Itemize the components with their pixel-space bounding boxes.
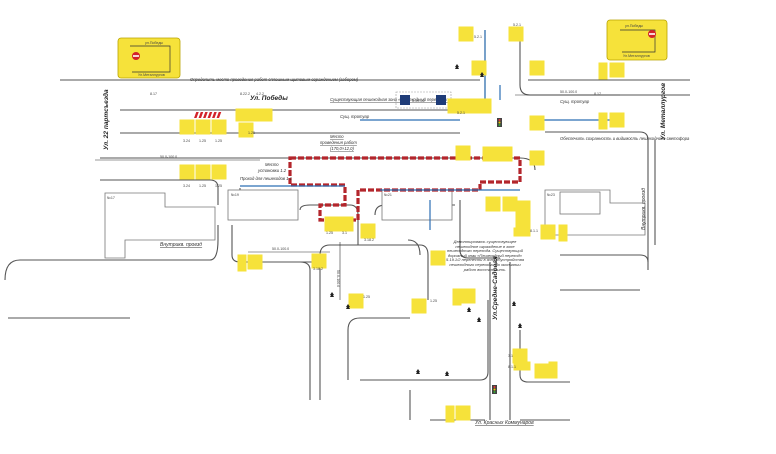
schema-label: ул.Победы — [145, 41, 163, 45]
sign-code: 8.22.2 — [240, 92, 250, 96]
dimension-label: 50.0-100.0 — [160, 155, 177, 159]
traffic-light-icon — [497, 118, 502, 127]
sign-code: 5.2.1 — [457, 111, 465, 115]
detour-schema-left: ул.Победы Ул.Металлургов — [117, 37, 181, 79]
tree-icon — [518, 323, 522, 328]
dimension-label: 50.0-100.0 — [560, 90, 577, 94]
crossing-sign-box: 5.19.1/2 — [395, 91, 452, 109]
street-label-sredne-sadovaya: Ул.Средне-Садовая — [491, 256, 499, 320]
sign-code: 3.24 — [183, 184, 190, 188]
sign-code: 3.24 — [183, 139, 190, 143]
street-label-partsezda: Ул. 22 партсъезда — [102, 89, 110, 150]
building-number: №17 — [107, 196, 115, 200]
tree-icon — [467, 307, 471, 312]
building-number: №21 — [384, 193, 392, 197]
site2-label: установки 1.2 — [257, 168, 287, 173]
detour-schema-right: ул.Победы Ул.Металлургов — [606, 19, 668, 61]
street-label-krasnykh-kommunarov: Ул. Красных Коммунаров — [475, 420, 534, 426]
dimension-label: 50.0-100.0 — [272, 247, 289, 251]
crossing-note: Существующая пешеходная зона «Пешеходный… — [330, 97, 469, 102]
sign-code: 5.2.1 — [474, 35, 482, 39]
tree-icon — [480, 72, 484, 77]
sign-code: 1.25 — [248, 131, 255, 135]
tree-icon — [477, 317, 481, 322]
sign-code: 8.1.1 — [508, 365, 516, 369]
sign-code: 1.25 — [199, 184, 206, 188]
sign-code: 8.17 — [594, 92, 601, 96]
sign-code: 5.2.1 — [513, 23, 521, 27]
building-number: №23 — [547, 193, 555, 197]
street-label-vnutr-proezd: Внутрикв. проезд — [160, 242, 202, 248]
schema-label: ул.Победы — [625, 24, 643, 28]
sign-code: 1.25 — [199, 139, 206, 143]
sign-code: 3.1 — [342, 231, 347, 235]
sign-code: 1.25 — [326, 231, 333, 235]
sign-code: 8.1.1 — [530, 229, 538, 233]
header-instruction: Определить место проведения работ сплошн… — [190, 77, 359, 82]
building-number: №19 — [231, 193, 239, 197]
sign-code: 1.25 — [215, 139, 222, 143]
sign-code: 4.2.2 — [256, 92, 264, 96]
buildings — [104, 189, 646, 259]
traffic-light-icon — [492, 385, 497, 394]
bottom-note: Демонтировать существующее пешеходное ог… — [446, 240, 524, 272]
tree-icon — [455, 64, 459, 69]
sign-code: 8.17 — [150, 92, 157, 96]
tree-icon — [330, 292, 334, 297]
pedestrian-crossing-sign-icon — [400, 95, 410, 105]
work-zone-fence — [288, 156, 522, 222]
sidewalk-label: Сущ. тротуар — [340, 114, 370, 119]
sign-code: 1.25 — [215, 184, 222, 188]
work-site-label: проведения работ — [320, 140, 357, 145]
street-label-metallurgov: Ул. Металлургов — [660, 83, 667, 140]
dimension-lines — [95, 94, 620, 300]
sign-code: 1.25 — [430, 299, 437, 303]
road-signs: 100м100м50м50м100м100м150м150м100м3.241.… — [150, 23, 625, 423]
street-label-vnutr-proezd: Внутрикв. проезд — [641, 188, 647, 230]
sign-code: 3.1 — [508, 354, 513, 358]
schema-label: Ул.Металлургов — [138, 73, 165, 77]
sign-code: 3.18.2 — [313, 267, 323, 271]
schema-label: Ул.Металлургов — [623, 54, 650, 58]
signal-note: Обеспечить сохранность и видимость пешех… — [560, 136, 690, 141]
crossing-sign-code: 5.19.1/2 — [412, 99, 425, 103]
bottom-note-wrapper: Демонтировать существующее пешеходное ог… — [446, 240, 524, 272]
pedestrian-crossing-sign-icon — [436, 95, 446, 105]
tree-icon — [445, 371, 449, 376]
tree-icon — [512, 301, 516, 306]
sign-code: 3.18.2 — [364, 238, 374, 242]
site2-label: Место — [265, 162, 279, 167]
path-note: Проход для пешеходов 1.1 — [240, 176, 292, 181]
dimension-label: 50.0-100.0 — [336, 270, 340, 287]
tree-icon — [346, 304, 350, 309]
sign-code: 1.25 — [363, 295, 370, 299]
work-site-label: Место — [330, 134, 344, 139]
tree-icon — [416, 369, 420, 374]
street-label-pobedy: Ул. Победы — [250, 94, 288, 102]
work-site-label: (170,0×12,0) — [330, 146, 354, 151]
sidewalk-label: Сущ. тротуар — [560, 99, 590, 104]
